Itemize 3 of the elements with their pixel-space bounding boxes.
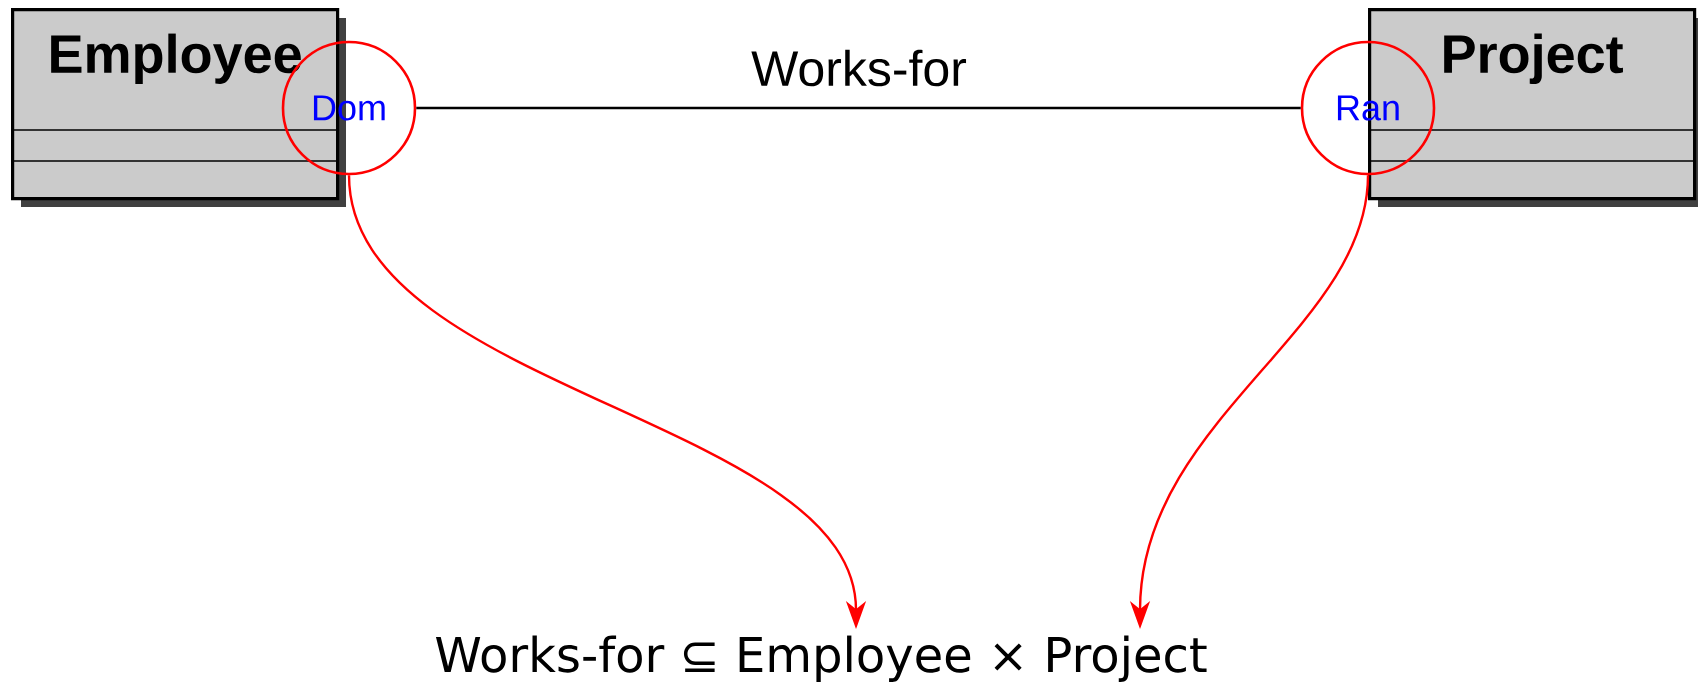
connector-line — [416, 106, 1301, 110]
edge-label: Works-for — [749, 47, 969, 89]
formula-text: Works-for ⊆ Employee × Project — [435, 635, 1207, 682]
